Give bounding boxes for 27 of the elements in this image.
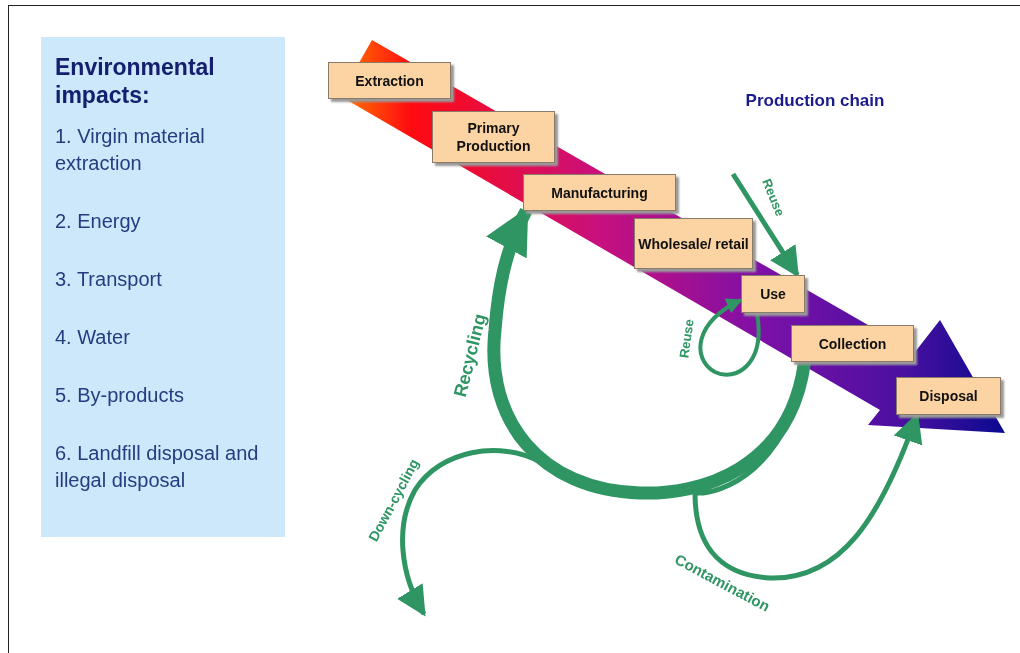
process-box <box>328 62 451 99</box>
step-label: Manufacturing <box>551 183 648 202</box>
info-panel <box>41 37 285 537</box>
arrow <box>698 298 761 377</box>
step-label: Extraction <box>355 71 424 90</box>
step-label: Disposal <box>919 387 978 405</box>
list-item: 3. Transport <box>55 267 163 292</box>
process-box <box>432 111 555 163</box>
step-label: Use <box>760 285 786 303</box>
chain-title: Production chain <box>744 90 886 112</box>
step-label: Collection <box>818 334 887 353</box>
process-box <box>741 275 805 313</box>
list-item: 4. Water <box>55 325 131 350</box>
process-box <box>634 218 753 269</box>
process-box <box>523 174 676 211</box>
edge-label: Reuse <box>675 317 697 359</box>
process-box <box>896 377 1001 415</box>
list-item: 6. Landfill disposal and illegal disposal <box>55 441 260 493</box>
process-box <box>791 325 914 362</box>
list-item: 2. Energy <box>55 209 142 234</box>
panel-heading: Environmental impacts: <box>55 53 216 109</box>
edge-label: Reuse <box>758 176 788 218</box>
list-item: 1. Virgin material extraction <box>55 124 206 176</box>
list-item: 5. By-products <box>55 383 185 408</box>
step-label: Primary Production <box>455 119 532 155</box>
arrow <box>486 206 811 500</box>
step-label: Wholesale/ retail <box>638 234 749 253</box>
